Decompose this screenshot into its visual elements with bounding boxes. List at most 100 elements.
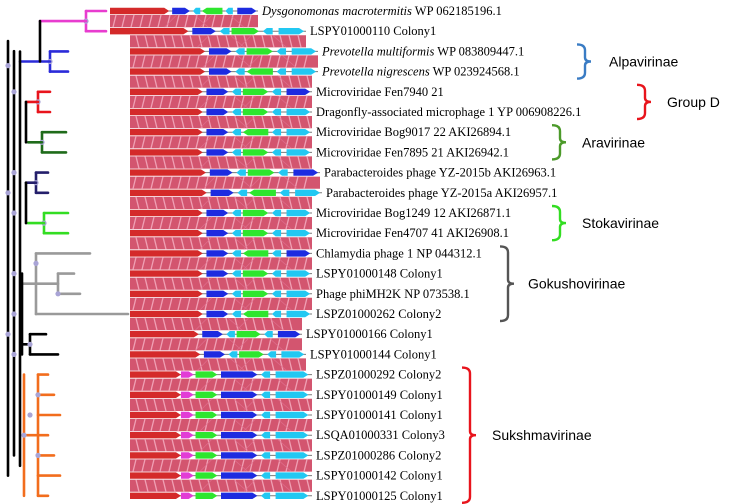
- synteny-stripe: [231, 176, 236, 189]
- synteny-stripe: [171, 277, 176, 290]
- synteny-stripe: [153, 35, 158, 48]
- synteny-band: [130, 196, 312, 209]
- synteny-stripe: [207, 479, 212, 492]
- synteny-stripe: [177, 136, 182, 149]
- synteny-stripe: [243, 115, 248, 129]
- group-label: Sukshmavirinae: [492, 427, 592, 443]
- taxon-name: LSPY01000144 Colony1: [310, 347, 437, 361]
- synteny-stripe: [306, 439, 311, 452]
- synteny-stripe: [121, 14, 126, 28]
- synteny-stripe: [261, 317, 266, 331]
- gene-arrow: [231, 28, 259, 35]
- taxon-name: Microviridae Fen4707 41 AKI26908.1: [316, 226, 509, 240]
- synteny-stripe: [132, 459, 137, 472]
- gene-arrow: [291, 48, 317, 55]
- synteny-stripe: [180, 196, 185, 210]
- synteny-stripe: [153, 398, 158, 412]
- synteny-stripe: [168, 459, 173, 472]
- taxon-genus: Dysgonomonas macrotermitis: [261, 4, 412, 18]
- synteny-stripe: [141, 136, 146, 149]
- gene-arrow: [201, 7, 223, 15]
- synteny-stripe: [130, 14, 135, 28]
- synteny-band: [130, 217, 312, 230]
- synteny-stripe: [270, 479, 275, 492]
- synteny-band: [130, 459, 312, 472]
- synteny-stripe: [216, 358, 221, 371]
- gene-arrow: [231, 250, 242, 257]
- synteny-stripe: [186, 418, 191, 432]
- synteny-link: [243, 75, 256, 89]
- synteny-stripe: [267, 136, 272, 149]
- synteny-band: [130, 237, 312, 250]
- synteny-stripe: [159, 338, 164, 351]
- gene-arrow: [271, 209, 282, 217]
- synteny-stripe: [279, 277, 284, 290]
- taxon-name: Dragonfly-associated microphage 1 YP 006…: [316, 105, 581, 119]
- synteny-stripe: [135, 317, 140, 331]
- synteny-stripe: [240, 297, 245, 311]
- synteny-stripe: [207, 317, 212, 331]
- synteny-stripe: [216, 75, 221, 88]
- synteny-stripe: [207, 75, 212, 88]
- synteny-stripe: [306, 75, 311, 88]
- synteny-stripe: [252, 358, 257, 371]
- synteny-stripe: [144, 196, 149, 210]
- gene-arrow: [242, 270, 269, 277]
- synteny-stripe: [225, 35, 230, 48]
- synteny-stripe: [132, 257, 137, 270]
- synteny-band: [130, 75, 312, 88]
- synteny-stripe: [267, 459, 272, 472]
- gene-arrow: [206, 230, 229, 237]
- synteny-stripe: [177, 297, 182, 311]
- gene-arrow: [130, 108, 203, 116]
- gene-arrow: [247, 169, 275, 176]
- synteny-stripe: [177, 216, 182, 230]
- synteny-stripe: [285, 378, 290, 391]
- taxon-label: Prevotella multiformis WP 083809447.1: [321, 44, 524, 58]
- synteny-stripe: [180, 277, 185, 290]
- genome-tracks: [110, 7, 322, 499]
- synteny-stripe: [153, 115, 158, 129]
- synteny-stripe: [195, 216, 200, 230]
- synteny-stripe: [261, 35, 266, 48]
- synteny-band: [130, 479, 312, 492]
- tree-node: [21, 432, 27, 438]
- synteny-stripe: [153, 439, 158, 452]
- synteny-stripe: [186, 257, 191, 270]
- synteny-stripe: [180, 317, 185, 331]
- gene-arrow: [225, 7, 233, 15]
- synteny-stripe: [171, 317, 176, 331]
- taxon-name: LSPZ01000292 Colony2: [316, 368, 441, 382]
- synteny-band: [130, 156, 312, 169]
- synteny-stripe: [148, 14, 153, 28]
- synteny-stripe: [258, 338, 263, 351]
- synteny-stripe: [225, 196, 230, 210]
- synteny-stripe: [207, 277, 212, 290]
- synteny-stripe: [189, 439, 194, 452]
- synteny-stripe: [258, 136, 263, 149]
- gene-arrow: [271, 108, 282, 116]
- synteny-stripe: [195, 418, 200, 432]
- synteny-link: [277, 115, 292, 129]
- synteny-stripe: [162, 35, 167, 48]
- gene-arrow: [206, 209, 229, 217]
- synteny-stripe: [261, 358, 266, 371]
- synteny-stripe: [258, 378, 263, 391]
- synteny-stripe: [297, 439, 302, 452]
- gene-arrow: [203, 351, 226, 358]
- taxon-label: LSPY01000142 Colony1: [316, 469, 443, 483]
- gene-arrow: [236, 331, 261, 338]
- synteny-stripe: [285, 95, 290, 109]
- synteny-link: [277, 398, 292, 412]
- synteny-stripe: [294, 55, 299, 68]
- synteny-stripe: [231, 338, 236, 351]
- synteny-link: [243, 115, 256, 129]
- synteny-stripe: [162, 156, 167, 169]
- synteny-stripe: [240, 55, 245, 68]
- gene-arrow: [286, 108, 311, 116]
- synteny-stripe: [267, 297, 272, 311]
- gene-arrow: [276, 68, 287, 75]
- synteny-stripe: [258, 176, 263, 189]
- synteny-stripe: [168, 176, 173, 189]
